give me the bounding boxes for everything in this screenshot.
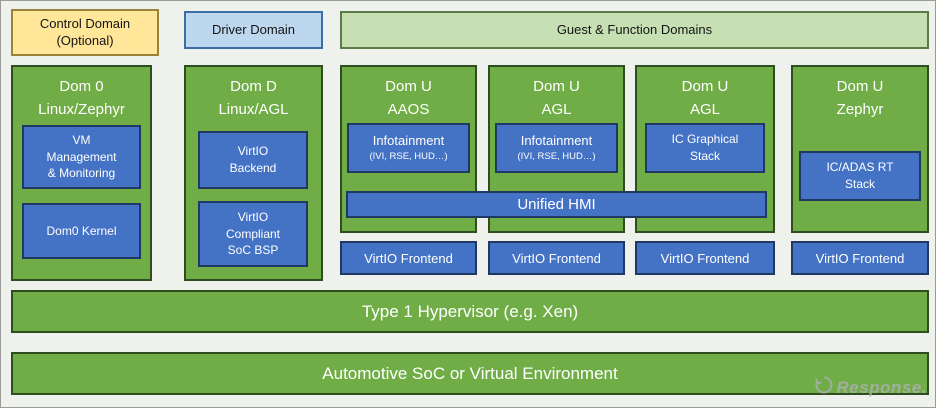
header-control-domain-label: Control Domain (Optional) — [39, 15, 131, 48]
virtio-frontend-box-1: VirtIO Frontend — [340, 241, 477, 275]
domain-box-domu-aaos: Dom U AAOS Infotainment (IVI, RSE, HUD…) — [340, 65, 477, 233]
domain-domd-title: Dom D Linux/AGL — [218, 78, 289, 119]
soc-layer-label: Automotive SoC or Virtual Environment — [322, 363, 618, 383]
ic-graphical-stack-box: IC Graphical Stack — [645, 123, 765, 173]
domain-domu-aaos-title: Dom U AAOS — [385, 78, 432, 119]
virtio-backend-box: VirtIO Backend — [198, 131, 308, 189]
virtio-frontend-label-4: VirtIO Frontend — [815, 250, 905, 266]
header-driver-domain: Driver Domain — [184, 11, 323, 49]
virtio-compliant-soc-bsp-label: VirtIO Compliant SoC BSP — [225, 209, 281, 258]
domain-box-domu-zephyr: Dom U Zephyr IC/ADAS RT Stack — [791, 65, 929, 233]
virtio-backend-label: VirtIO Backend — [229, 144, 277, 175]
infotainment-agl-sublabel: (IVI, RSE, HUD…) — [517, 151, 596, 163]
soc-layer-bar: Automotive SoC or Virtual Environment — [11, 352, 929, 395]
watermark: Response. — [814, 375, 927, 400]
response-logo-icon — [814, 375, 834, 400]
vm-management-monitoring-label: VM Management & Monitoring — [46, 132, 117, 181]
hypervisor-layer-label: Type 1 Hypervisor (e.g. Xen) — [361, 301, 579, 321]
ic-adas-rt-stack-box: IC/ADAS RT Stack — [799, 151, 921, 201]
infotainment-agl-label: Infotainment — [520, 133, 593, 149]
domain-domu-agl-ivi-title: Dom U AGL — [533, 78, 580, 119]
virtio-compliant-soc-bsp-box: VirtIO Compliant SoC BSP — [198, 201, 308, 267]
header-driver-domain-label: Driver Domain — [211, 21, 296, 37]
header-control-domain: Control Domain (Optional) — [11, 9, 159, 56]
virtio-frontend-label-3: VirtIO Frontend — [660, 250, 750, 266]
dom0-kernel-box: Dom0 Kernel — [22, 203, 141, 259]
infotainment-aaos-label: Infotainment — [372, 133, 445, 149]
watermark-text: Response. — [836, 377, 927, 397]
unified-hmi-bar: Unified HMI — [346, 191, 767, 218]
virtio-frontend-box-2: VirtIO Frontend — [488, 241, 625, 275]
domain-box-domd: Dom D Linux/AGL VirtIO Backend VirtIO Co… — [184, 65, 323, 281]
virtio-frontend-box-3: VirtIO Frontend — [635, 241, 775, 275]
domain-domu-zephyr-title: Dom U Zephyr — [836, 78, 884, 119]
header-guest-function-domains: Guest & Function Domains — [340, 11, 929, 49]
infotainment-aaos-sublabel: (IVI, RSE, HUD…) — [369, 151, 448, 163]
header-guest-function-domains-label: Guest & Function Domains — [556, 21, 713, 37]
ic-graphical-stack-label: IC Graphical Stack — [671, 132, 739, 163]
infotainment-agl-box: Infotainment (IVI, RSE, HUD…) — [495, 123, 618, 173]
domain-domu-agl-ic-title: Dom U AGL — [681, 78, 729, 119]
virtio-frontend-box-4: VirtIO Frontend — [791, 241, 929, 275]
hypervisor-layer-bar: Type 1 Hypervisor (e.g. Xen) — [11, 290, 929, 333]
unified-hmi-label: Unified HMI — [517, 196, 596, 213]
domain-dom0-title: Dom 0 Linux/Zephyr — [38, 78, 125, 119]
virtio-frontend-label-1: VirtIO Frontend — [364, 250, 453, 266]
ic-adas-rt-stack-label: IC/ADAS RT Stack — [826, 160, 894, 191]
virtio-frontend-label-2: VirtIO Frontend — [512, 250, 601, 266]
domain-box-dom0: Dom 0 Linux/Zephyr VM Management & Monit… — [11, 65, 152, 281]
vm-management-monitoring-box: VM Management & Monitoring — [22, 125, 141, 189]
infotainment-aaos-box: Infotainment (IVI, RSE, HUD…) — [347, 123, 470, 173]
dom0-kernel-label: Dom0 Kernel — [46, 223, 117, 238]
